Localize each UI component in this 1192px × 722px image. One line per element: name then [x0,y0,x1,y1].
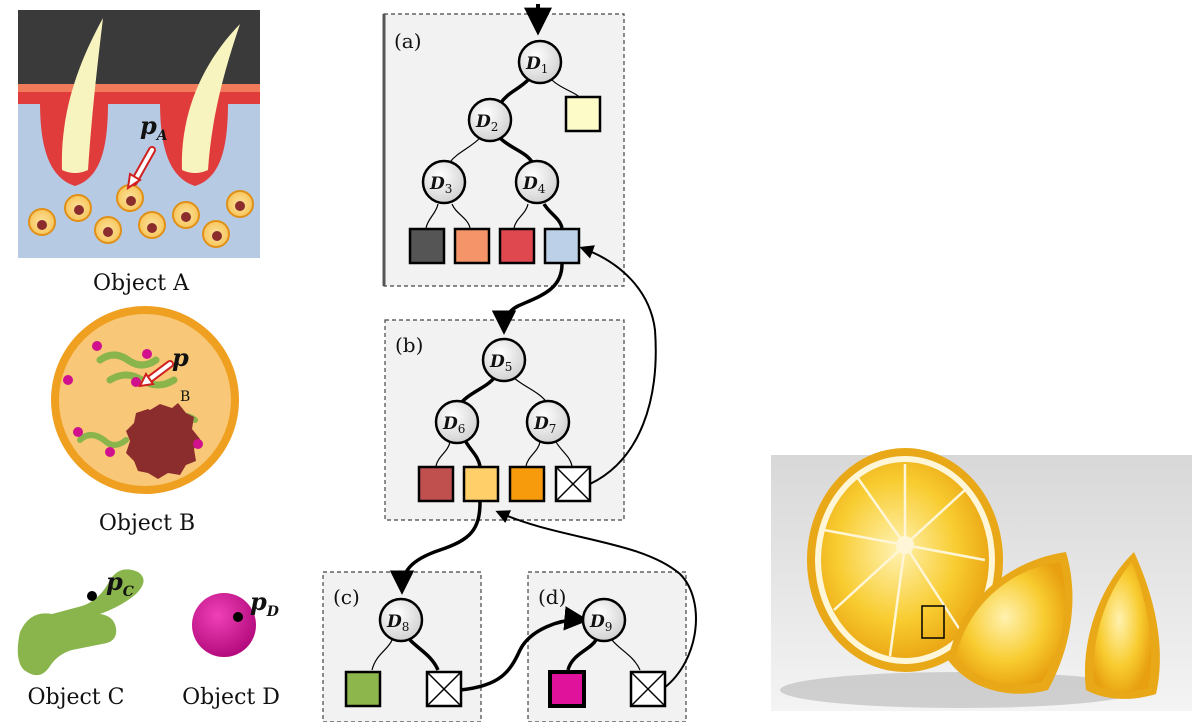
edge-d2-d4 [498,136,534,164]
caption-object-d: Object D [182,685,280,710]
hair-shaft-right [181,24,240,173]
magenta-particle [192,593,256,657]
leaf-d8-left [344,670,382,708]
svg-text:D2: D2 [475,112,498,134]
leaf-d3-left [408,227,446,265]
point-sub-b: B [180,389,190,405]
point-marker-c [87,591,97,601]
object-b-illustration [51,306,239,494]
object-c-illustration [17,569,144,676]
edge-a-to-b [491,263,564,335]
svg-text:D9: D9 [589,612,612,634]
caption-object-a: Object A [93,271,190,296]
leaf-d4-left [498,227,536,265]
tree-node-d3: D3 [421,159,467,205]
orange-photo [771,448,1192,711]
point-label-d: pD [250,587,280,620]
orange-segments [823,464,986,657]
edge-d6-leaf-l [435,441,451,467]
edge-c-to-d [459,606,589,692]
svg-text:D6: D6 [442,414,465,436]
edge-d7-leaf-r [555,441,573,467]
edge-d2-d3 [449,137,481,163]
leaf-d6-right [462,465,500,503]
edge-d3-leaf-l [425,203,439,229]
edge-d4-leaf-l [513,203,529,229]
edge-d3-leaf-r [451,203,471,229]
hair-shaft-left [61,18,103,173]
cell-nucleus [126,403,200,479]
leaf-d9-left [548,670,586,708]
svg-text:D5: D5 [489,352,512,374]
caption-object-b: Object B [99,511,195,536]
tree-node-d2: D2 [467,97,513,143]
leaf-boxes [344,95,667,708]
edge-b-to-c [389,501,482,595]
svg-text:D8: D8 [386,612,409,634]
svg-text:D4: D4 [522,174,546,196]
object-d-illustration [192,593,256,657]
edge-d1-d2 [498,78,530,106]
panel-d-label: (d) [538,585,566,609]
organelle [96,351,160,369]
edge-d7-leaf-l [525,441,541,467]
orange-wedge-2-flesh [1093,562,1152,692]
point-label-b: p [172,343,189,372]
organelle-c [17,569,144,676]
orange-core [896,536,914,554]
panel-c-label: (c) [333,585,360,609]
skin-cells [28,184,254,248]
point-label-c: pC [106,567,134,600]
edge-d9-leaf-l [566,638,598,671]
organelle [77,432,129,448]
leaf-d7-left [508,465,546,503]
point-marker-d [233,612,243,622]
leaf-d4-right [543,227,581,265]
object-a-illustration [18,10,260,258]
svg-text:D3: D3 [429,174,452,196]
null-leaf-crosses [426,466,666,707]
orange-wedge-1-flesh [956,562,1066,685]
edge-d6-leaf-r [464,441,482,467]
tree-node-d5: D5 [481,337,527,383]
edge-d8-leaf-l [371,639,393,671]
tree-edges [371,78,697,692]
edge-d4-leaf-r [542,203,564,229]
edge-b-return-to-a [579,245,657,485]
edge-d9-leaf-r [611,639,641,671]
svg-text:D7: D7 [533,414,556,436]
panel-b-label: (b) [395,333,423,357]
tree-node-d8: D8 [378,597,424,643]
leaf-d3-right [453,227,491,265]
caption-object-c: Object C [28,685,125,710]
svg-text:D1: D1 [525,54,548,76]
leaf-d1-right [564,95,602,133]
panel-a-label: (a) [394,29,422,53]
edge-d-return-to-b [495,510,697,689]
epidermis-layer [18,84,260,94]
tree-node-d6: D6 [434,399,480,445]
tree-node-d9: D9 [581,597,627,643]
tree-node-d7: D7 [525,399,571,445]
edge-d8-leaf-r [408,638,440,671]
tree-node-d4: D4 [514,159,560,205]
selection-box [921,605,945,639]
tree-node-d1: D1 [517,39,563,85]
point-label-a: pA [140,111,168,144]
leaf-d6-left [417,465,455,503]
